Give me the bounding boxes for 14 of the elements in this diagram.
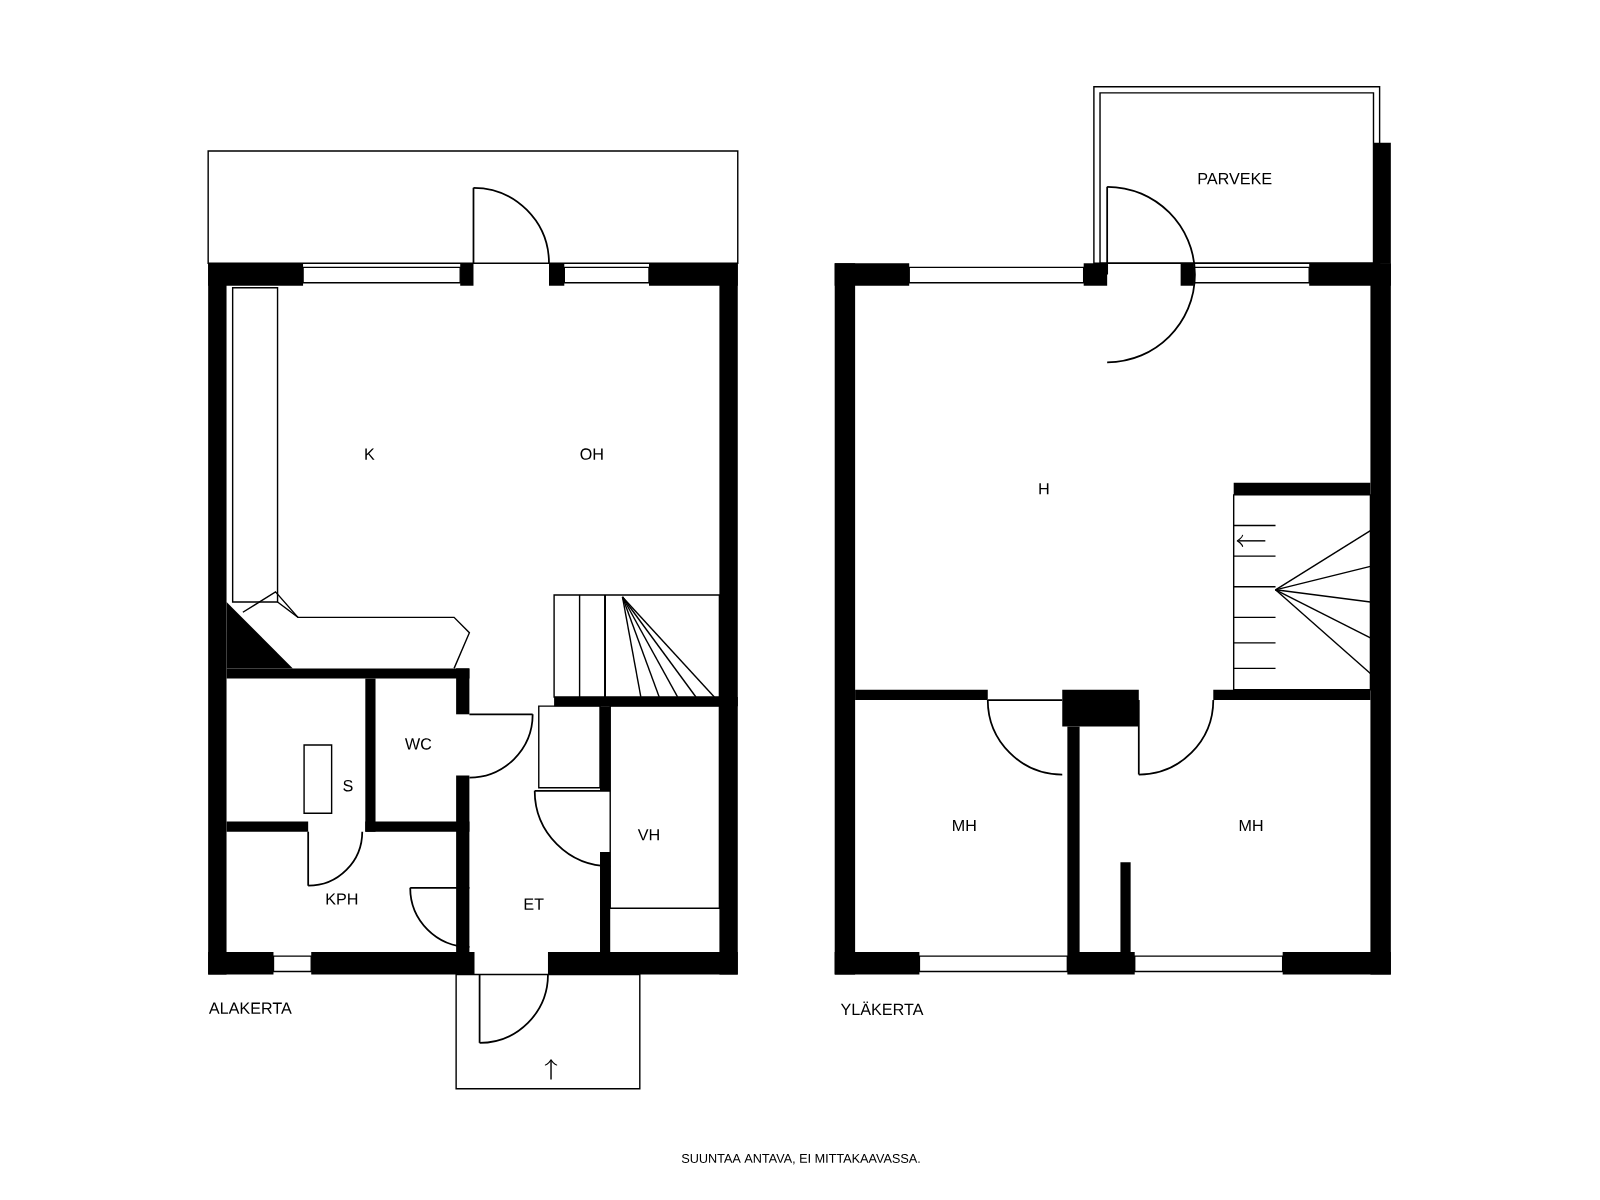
room-label: H — [1039, 483, 1049, 495]
room-label: K — [365, 448, 375, 460]
floor-label: YLÄKERTA — [840, 1001, 924, 1015]
room-label: OH — [580, 448, 603, 460]
room-label: PARVEKE — [1198, 173, 1272, 185]
room-label: MH — [1239, 819, 1263, 832]
floor-label: ALAKERTA — [208, 1002, 292, 1014]
room-label: WC — [404, 738, 432, 750]
caption: SUUNTAA ANTAVA, EI MITTAKAAVASSA. — [681, 1153, 920, 1165]
room-label: VH — [637, 829, 659, 841]
room-label: S — [343, 780, 353, 792]
room-label: ET — [524, 898, 544, 910]
room-label: MH — [953, 819, 976, 832]
room-label: KPH — [326, 893, 358, 905]
